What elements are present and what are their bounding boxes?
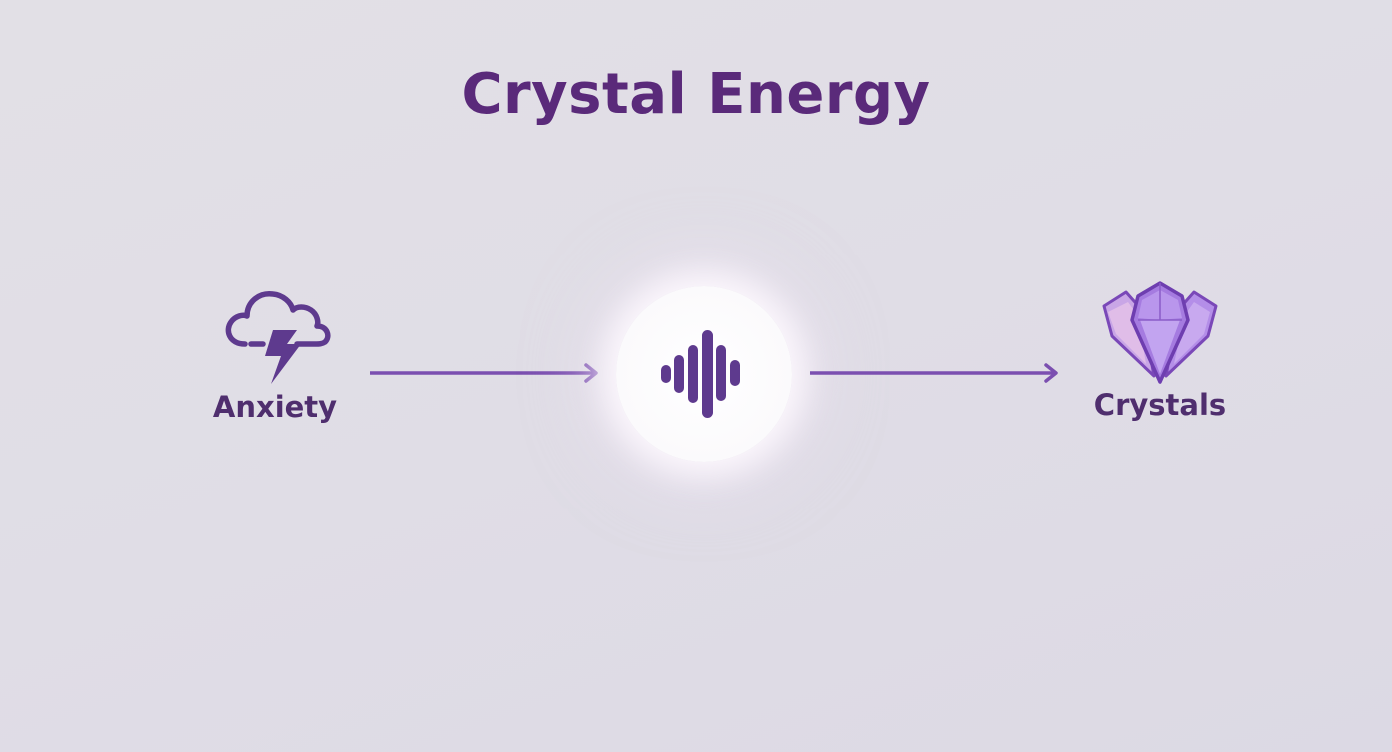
page-title: Crystal Energy: [461, 62, 931, 127]
energy-orb: [616, 286, 792, 462]
node-label-anxiety: Anxiety: [212, 390, 338, 424]
node-crystals: Crystals: [1080, 280, 1240, 422]
arrow-anxiety-to-energy: [370, 363, 598, 383]
node-anxiety: Anxiety: [200, 280, 350, 424]
storm-cloud-lightning-icon: [225, 291, 331, 384]
crystal-cluster-icon: [1102, 281, 1218, 384]
arrow-energy-to-crystals: [810, 363, 1058, 383]
sound-wave-icon: [661, 330, 740, 418]
node-label-crystals: Crystals: [1093, 388, 1227, 422]
